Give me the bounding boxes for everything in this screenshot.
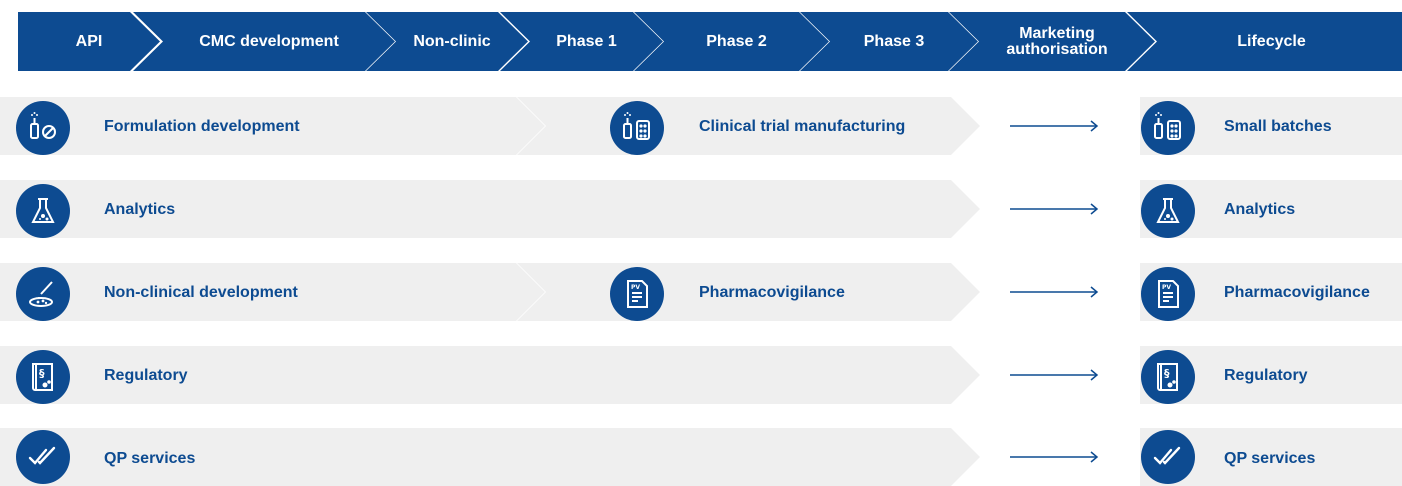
pv-document-icon: [610, 267, 664, 321]
process-header: API CMC development Non-clinic Phase 1 P…: [0, 0, 1402, 76]
stage-label: CMC development: [199, 32, 339, 50]
row-band: [0, 346, 980, 404]
row-label-regulatory: Regulatory: [104, 367, 188, 384]
row-band: [517, 97, 980, 155]
row-label-pharmacovigilance-lifecycle: Pharmacovigilance: [1224, 284, 1370, 301]
row-band: [0, 97, 545, 155]
arrow-right-icon: [1010, 120, 1099, 132]
stage-label: Phase 2: [706, 32, 767, 50]
row-label-non-clinical-development: Non-clinical development: [104, 284, 298, 301]
stage-lifecycle: Lifecycle: [1127, 12, 1402, 71]
arrow-right-icon: [1010, 451, 1099, 463]
double-check-icon: [16, 430, 70, 484]
row-band: [517, 263, 980, 321]
row-label-clinical-trial-manufacturing: Clinical trial manufacturing: [699, 118, 906, 135]
pipette-dish-icon: [16, 267, 70, 321]
row-label-analytics-lifecycle: Analytics: [1224, 201, 1296, 218]
lab-flask-icon: [16, 184, 70, 238]
row-band: [0, 180, 980, 238]
small-batches-icon: [1141, 101, 1195, 155]
stage-label: Phase 1: [556, 32, 617, 50]
row-band: [0, 428, 980, 486]
pv-document-icon: [1141, 267, 1195, 321]
stage-label: Phase 3: [863, 32, 925, 50]
stage-label: Marketing authorisation: [1006, 24, 1108, 58]
double-check-icon: [1141, 430, 1195, 484]
regulatory-book-icon: [16, 350, 70, 404]
regulatory-book-icon: [1141, 350, 1195, 404]
stage-label: Lifecycle: [1237, 32, 1306, 50]
stage-cmc-development: CMC development: [133, 12, 395, 71]
arrow-right-icon: [1010, 203, 1099, 215]
row-band: [0, 263, 545, 321]
arrow-right-icon: [1010, 286, 1099, 298]
arrow-right-icon: [1010, 369, 1099, 381]
row-label-regulatory-lifecycle: Regulatory: [1224, 367, 1308, 384]
row-label-formulation-development: Formulation development: [104, 118, 300, 135]
stage-marketing-authorisation: Marketing authorisation: [949, 12, 1155, 71]
stage-label: API: [75, 32, 103, 50]
clinical-trial-icon: [610, 101, 664, 155]
row-label-analytics: Analytics: [104, 201, 176, 218]
row-label-pharmacovigilance: Pharmacovigilance: [699, 284, 845, 301]
stage-phase-2: Phase 2: [634, 12, 829, 71]
formulation-icon: [16, 101, 70, 155]
row-label-qp-services: QP services: [104, 450, 196, 467]
lab-flask-icon: [1141, 184, 1195, 238]
row-label-small-batches: Small batches: [1224, 118, 1332, 135]
stage-api: API: [18, 12, 160, 71]
row-label-qp-services-lifecycle: QP services: [1224, 450, 1316, 467]
stage-label: Non-clinic: [413, 32, 491, 50]
